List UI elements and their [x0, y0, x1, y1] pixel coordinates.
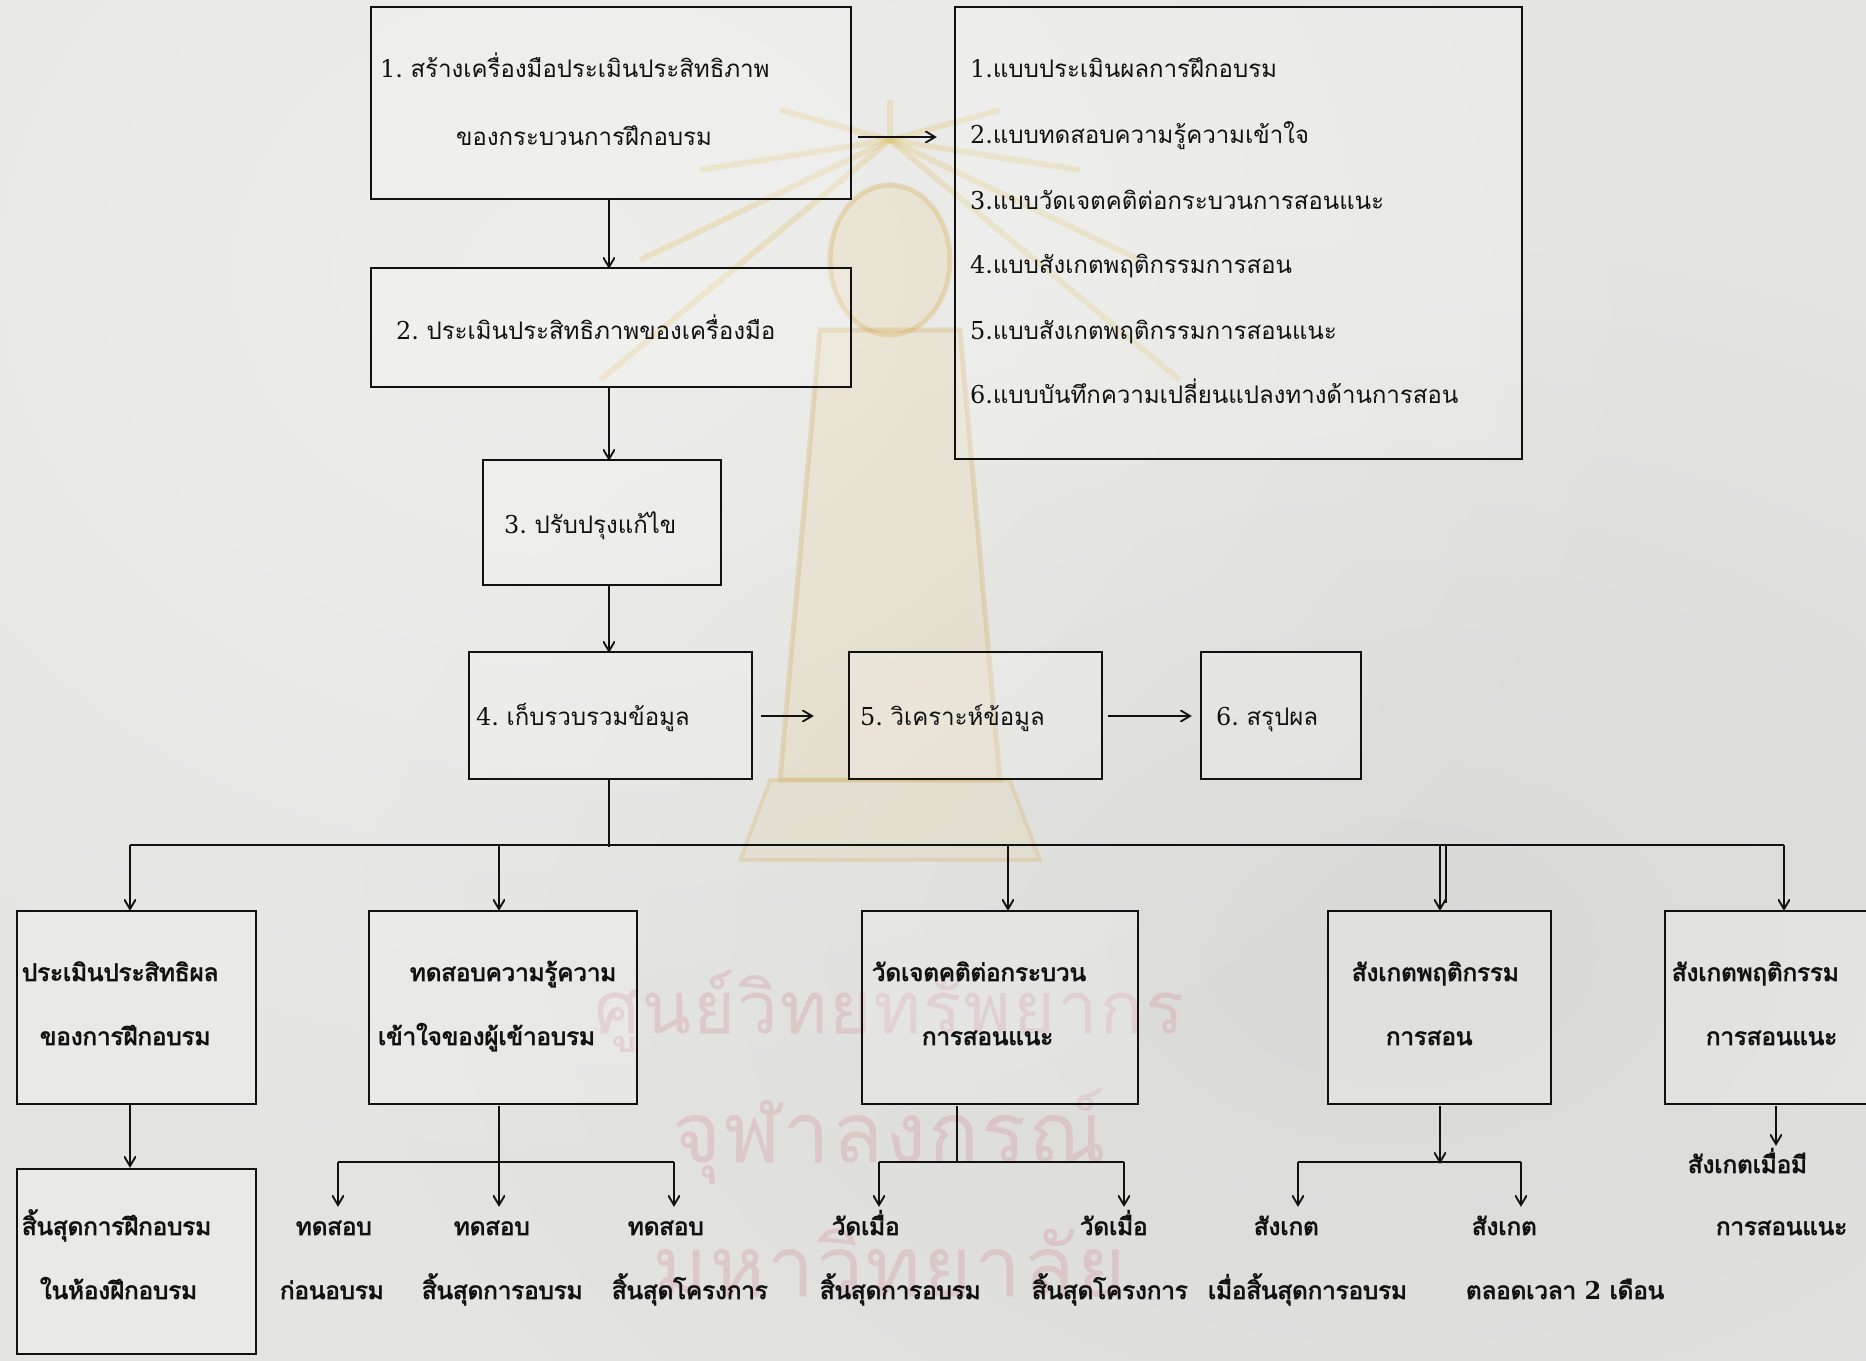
test-end-project-line-1: ทดสอบ	[628, 1212, 704, 1241]
instrument-5: 5.แบบสังเกตพฤติกรรมการสอนแนะ	[970, 317, 1337, 345]
observe-two-months-line-1: สังเกต	[1472, 1212, 1537, 1241]
branch-1-line-2: ของการฝึกอบรม	[40, 1022, 211, 1051]
step-4-box	[468, 651, 753, 780]
branch-4-box	[1327, 910, 1552, 1105]
branch-5-box	[1664, 910, 1866, 1105]
end-training-room-line-1: สิ้นสุดการฝึกอบรม	[22, 1212, 212, 1241]
measure-end-training-line-1: วัดเมื่อ	[832, 1212, 900, 1241]
observe-coaching-line-2: การสอนแนะ	[1716, 1212, 1848, 1241]
step-4-label: 4. เก็บรวบรวมข้อมูล	[476, 703, 690, 731]
branch-2-line-2: เข้าใจของผู้เข้าอบรม	[378, 1022, 595, 1051]
step-1-line-2: ของกระบวนการฝึกอบรม	[456, 123, 712, 151]
step-2-box	[370, 267, 852, 388]
step-1-box	[370, 6, 852, 200]
step-6-label: 6. สรุปผล	[1216, 703, 1319, 731]
test-end-training-line-2: สิ้นสุดการอบรม	[422, 1276, 583, 1305]
test-end-training-line-1: ทดสอบ	[454, 1212, 530, 1241]
branch-2-line-1: ทดสอบความรู้ความ	[410, 958, 617, 987]
branch-5-line-1: สังเกตพฤติกรรม	[1672, 958, 1839, 987]
end-training-room-line-2: ในห้องฝึกอบรม	[40, 1276, 198, 1305]
instrument-4: 4.แบบสังเกตพฤติกรรมการสอน	[970, 251, 1292, 279]
measure-end-training-line-2: สิ้นสุดการอบรม	[820, 1276, 981, 1305]
instrument-2: 2.แบบทดสอบความรู้ความเข้าใจ	[970, 121, 1309, 149]
step-2-label: 2. ประเมินประสิทธิภาพของเครื่องมือ	[396, 317, 776, 345]
branch-3-box	[861, 910, 1139, 1105]
observe-end-training-line-2: เมื่อสิ้นสุดการอบรม	[1208, 1276, 1407, 1305]
measure-end-project-line-2: สิ้นสุดโครงการ	[1032, 1276, 1188, 1305]
branch-2-box	[368, 910, 638, 1105]
branch-4-line-2: การสอน	[1386, 1022, 1473, 1051]
observe-end-training-line-1: สังเกต	[1254, 1212, 1319, 1241]
observe-coaching-line-1: สังเกตเมื่อมี	[1688, 1150, 1807, 1179]
step-3-label: 3. ปรับปรุงแก้ไข	[504, 511, 677, 539]
branch-3-line-2: การสอนแนะ	[922, 1022, 1054, 1051]
measure-end-project-line-1: วัดเมื่อ	[1080, 1212, 1148, 1241]
end-training-room-box	[16, 1168, 257, 1355]
branch-3-line-1: วัดเจตคติต่อกระบวน	[872, 958, 1086, 987]
branch-4-line-1: สังเกตพฤติกรรม	[1352, 958, 1519, 987]
step-5-label: 5. วิเคราะห์ข้อมูล	[860, 703, 1045, 731]
branch-1-line-1: ประเมินประสิทธิผล	[22, 958, 219, 987]
step-5-box	[848, 651, 1103, 780]
step-3-box	[482, 459, 722, 586]
instruments-box	[954, 6, 1523, 460]
instrument-3: 3.แบบวัดเจตคติต่อกระบวนการสอนแนะ	[970, 187, 1384, 215]
step-1-line-1: 1. สร้างเครื่องมือประเมินประสิทธิภาพ	[380, 55, 770, 83]
test-pre-line-1: ทดสอบ	[296, 1212, 372, 1241]
branch-1-box	[16, 910, 257, 1105]
step-6-box	[1200, 651, 1362, 780]
instrument-1: 1.แบบประเมินผลการฝึกอบรม	[970, 55, 1277, 83]
observe-two-months-line-2: ตลอดเวลา 2 เดือน	[1466, 1276, 1665, 1305]
test-end-project-line-2: สิ้นสุดโครงการ	[612, 1276, 768, 1305]
instrument-6: 6.แบบบันทึกความเปลี่ยนแปลงทางด้านการสอน	[970, 381, 1459, 409]
test-pre-line-2: ก่อนอบรม	[280, 1276, 384, 1305]
branch-5-line-2: การสอนแนะ	[1706, 1022, 1838, 1051]
